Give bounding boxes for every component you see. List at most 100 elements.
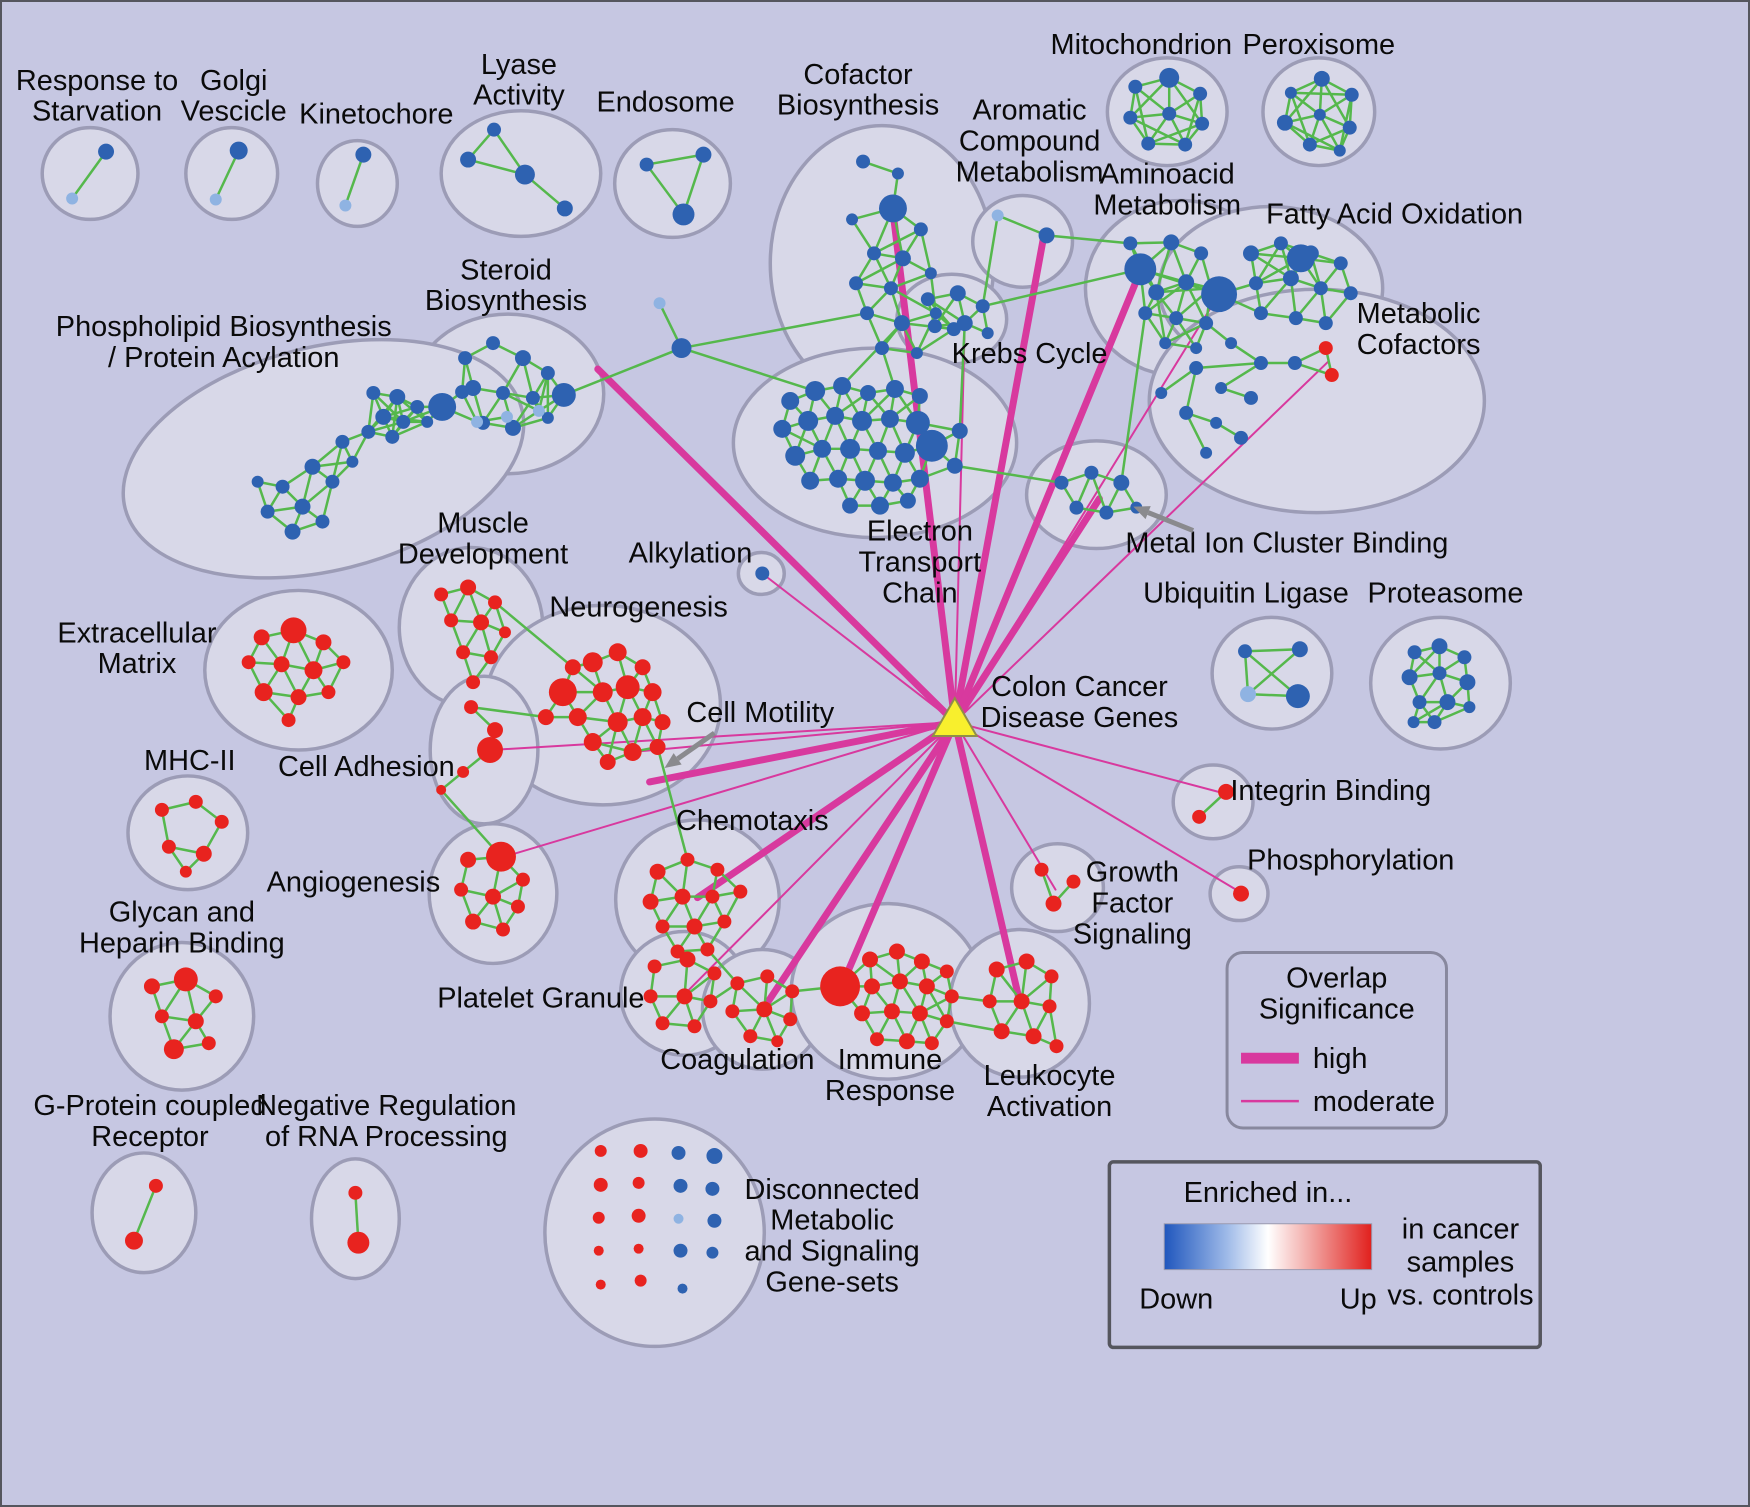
gene-set-node bbox=[717, 914, 732, 929]
gene-set-node bbox=[1463, 701, 1476, 714]
gene-set-node bbox=[674, 888, 691, 905]
gene-set-node bbox=[615, 675, 640, 700]
inter-cluster-edge bbox=[470, 705, 547, 719]
edge bbox=[1147, 122, 1203, 145]
gene-set-node bbox=[339, 199, 352, 212]
gene-set-node bbox=[1318, 341, 1333, 356]
gene-set-node bbox=[163, 1039, 184, 1060]
gene-set-node bbox=[410, 399, 425, 414]
edge bbox=[1318, 114, 1341, 152]
gene-set-node bbox=[457, 765, 470, 778]
gene-set-node bbox=[883, 473, 902, 492]
gene-set-node bbox=[487, 122, 501, 137]
gene-set-node bbox=[477, 737, 503, 763]
gene-set-node bbox=[869, 441, 887, 460]
gene-set-node bbox=[496, 922, 510, 937]
gene-set-node bbox=[499, 626, 511, 639]
gene-set-node bbox=[798, 410, 819, 431]
gene-set-node bbox=[705, 1181, 720, 1196]
gene-set-node bbox=[672, 203, 695, 226]
gene-set-node bbox=[1333, 256, 1348, 271]
gene-set-node bbox=[703, 994, 718, 1009]
gene-set-node bbox=[214, 814, 229, 829]
gene-set-node bbox=[514, 350, 531, 367]
gene-set-node bbox=[290, 689, 307, 706]
gene-set-node bbox=[1324, 368, 1339, 382]
gene-set-node bbox=[710, 862, 725, 877]
gene-set-node bbox=[1302, 137, 1317, 152]
gene-set-node bbox=[1190, 342, 1203, 355]
gene-set-node bbox=[253, 629, 270, 646]
gene-set-node bbox=[856, 154, 871, 169]
gene-set-node bbox=[891, 167, 904, 180]
inter-cluster-edge bbox=[681, 311, 868, 350]
gene-set-node bbox=[677, 1283, 688, 1294]
legend-down-label: Down bbox=[1139, 1284, 1213, 1316]
gene-set-node bbox=[705, 889, 720, 904]
gene-set-node bbox=[910, 469, 929, 488]
gene-set-node bbox=[673, 1213, 684, 1224]
gene-set-node bbox=[486, 336, 500, 351]
gene-set-node bbox=[1066, 874, 1081, 889]
gene-set-node bbox=[1123, 236, 1138, 251]
gene-set-node bbox=[927, 319, 942, 334]
label-cell-adhesion: Cell Adhesion bbox=[278, 751, 455, 783]
overlap-edge-growth-factor-signaling bbox=[953, 721, 1057, 891]
edge bbox=[71, 150, 108, 200]
gene-set-node bbox=[840, 438, 861, 459]
gene-set-node bbox=[733, 884, 748, 899]
gene-set-node bbox=[444, 613, 459, 628]
gene-set-node bbox=[1113, 474, 1130, 491]
gene-set-node bbox=[541, 411, 554, 424]
gene-set-node bbox=[988, 961, 1005, 978]
gene-set-node bbox=[643, 683, 662, 702]
cell-motility-arrow-head bbox=[664, 753, 682, 768]
enrichment-gradient-bar bbox=[1163, 1223, 1373, 1271]
gene-set-node bbox=[673, 1243, 688, 1258]
gene-set-nodes bbox=[66, 67, 1476, 1294]
overlap-edge-chemotaxis bbox=[693, 718, 959, 902]
cluster-growth-factor bbox=[1009, 842, 1106, 934]
gene-set-node bbox=[755, 566, 770, 581]
gene-set-node bbox=[899, 492, 916, 509]
label-metal-ion: Metal Ion Cluster Binding bbox=[1125, 528, 1448, 560]
gene-set-node bbox=[325, 474, 340, 489]
gene-set-node bbox=[460, 851, 477, 868]
gene-set-node bbox=[643, 989, 658, 1004]
gene-set-node bbox=[885, 379, 904, 398]
gene-set-node bbox=[594, 1144, 607, 1157]
inter-cluster-edge bbox=[982, 268, 1141, 308]
gene-set-node bbox=[707, 1213, 722, 1228]
label-fatty-acid-oxidation: Fatty Acid Oxidation bbox=[1266, 198, 1523, 230]
gene-set-node bbox=[801, 471, 820, 490]
gene-set-node bbox=[1427, 715, 1442, 730]
gene-set-node bbox=[1042, 999, 1057, 1014]
gene-set-node bbox=[1045, 895, 1062, 912]
colon-cancer-hub-node bbox=[931, 696, 979, 738]
gene-set-node bbox=[188, 794, 203, 809]
gene-set-node bbox=[1286, 244, 1315, 273]
label-chemotaxis: Chemotaxis bbox=[676, 805, 829, 837]
gene-set-node bbox=[260, 504, 275, 519]
label-endosome: Endosome bbox=[596, 87, 734, 119]
gene-set-node bbox=[1282, 270, 1299, 287]
metal-ion-pointer-arrow-line bbox=[1147, 510, 1195, 533]
gene-set-node bbox=[473, 614, 490, 631]
gene-set-node bbox=[458, 351, 473, 366]
gene-set-node bbox=[781, 391, 800, 410]
gene-set-node bbox=[98, 143, 115, 160]
gene-set-node bbox=[686, 918, 703, 935]
gene-set-node bbox=[846, 213, 859, 226]
gene-set-node bbox=[1148, 284, 1165, 301]
label-mitochondrion: Mitochondrion bbox=[1051, 29, 1233, 61]
gene-set-node bbox=[634, 1274, 647, 1287]
gene-set-node bbox=[700, 942, 715, 957]
gene-set-node bbox=[361, 424, 376, 439]
label-neurogenesis: Neurogenesis bbox=[549, 591, 727, 623]
gene-set-node bbox=[951, 422, 968, 439]
gene-set-node bbox=[676, 988, 693, 1005]
